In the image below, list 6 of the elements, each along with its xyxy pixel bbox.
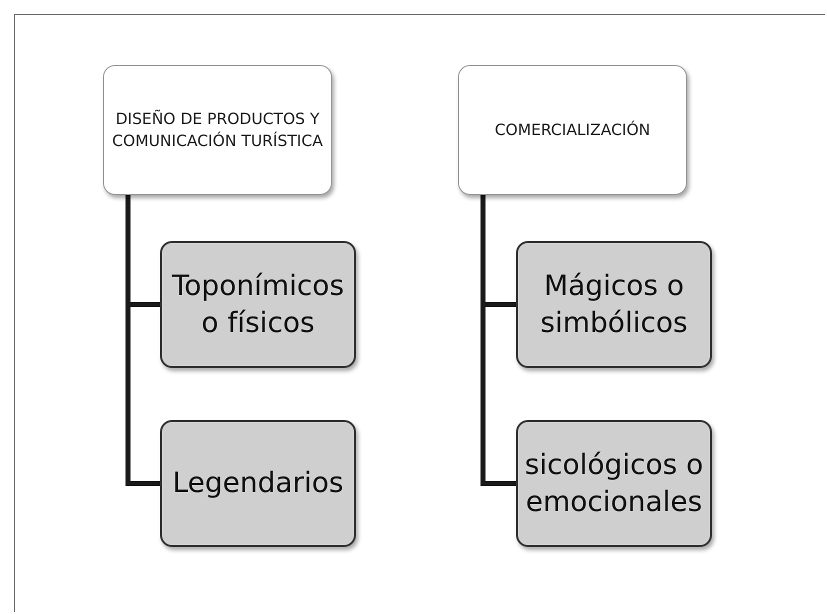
category-box: Mágicos o simbólicos — [516, 241, 712, 368]
header-box: DISEÑO DE PRODUCTOS Y COMUNICACIÓN TURÍSTICA — [103, 65, 332, 195]
category-box: Toponímicos o físicos — [160, 241, 356, 368]
header-box: COMERCIALIZACIÓN — [458, 65, 687, 195]
category-box: Legendarios — [160, 420, 356, 547]
category-box: sicológicos o emocionales — [516, 420, 712, 547]
